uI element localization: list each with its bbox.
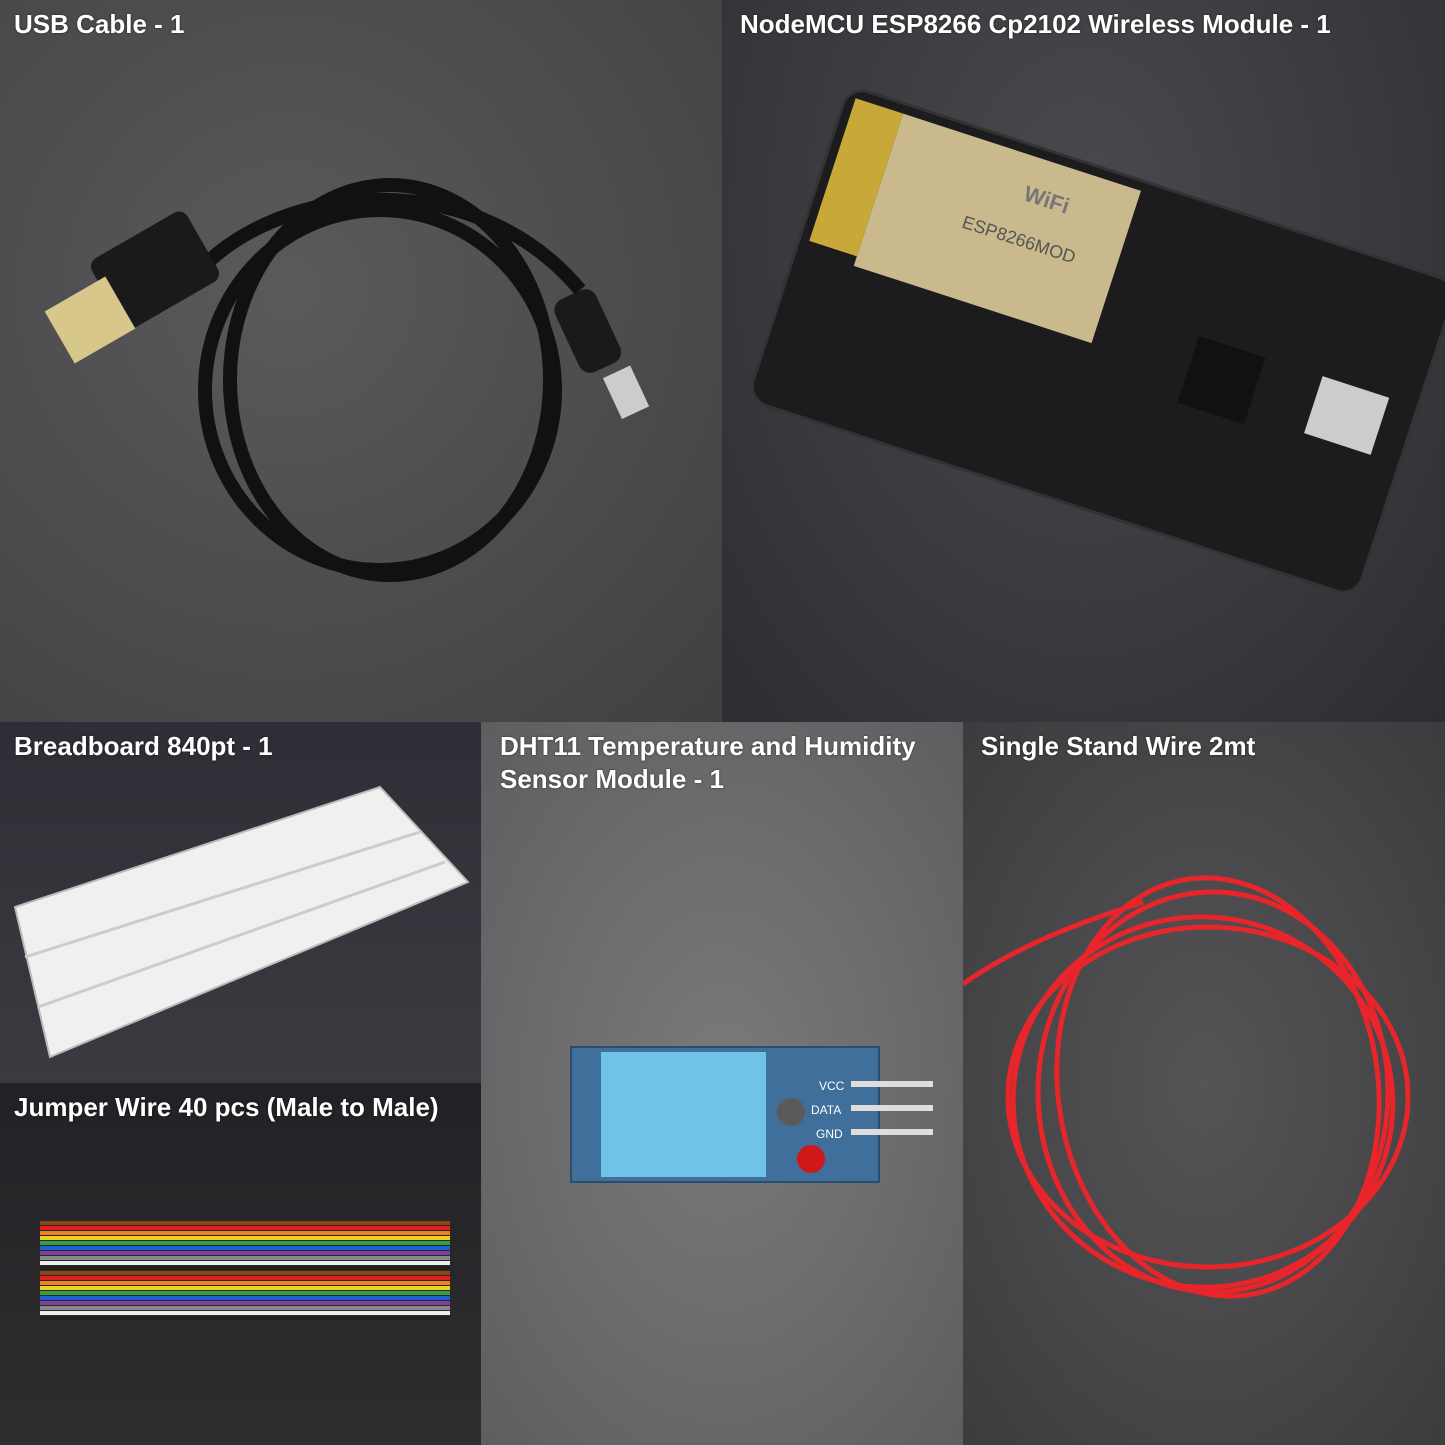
pin-vcc: VCC: [819, 1079, 845, 1093]
jumper-wire-panel: Jumper Wire 40 pcs (Male to Male): [0, 1083, 481, 1445]
nodemcu-image: ESP8266MOD WiFi: [750, 89, 1445, 594]
jumper-wire-image: [40, 1221, 450, 1320]
dht11-label: DHT11 Temperature and Humidity Sensor Mo…: [500, 730, 916, 796]
nodemcu-panel: ESP8266MOD WiFi NodeMCU ESP8266 Cp2102 W…: [722, 0, 1445, 722]
pin-gnd: GND: [816, 1127, 843, 1141]
nodemcu-label: NodeMCU ESP8266 Cp2102 Wireless Module -…: [740, 9, 1331, 39]
dht11-label-line2: Sensor Module - 1: [500, 764, 724, 794]
single-wire-label: Single Stand Wire 2mt: [981, 731, 1256, 761]
red-wire-image: [963, 875, 1411, 1299]
single-wire-panel: Single Stand Wire 2mt: [963, 722, 1445, 1445]
jumper-wire-label: Jumper Wire 40 pcs (Male to Male): [14, 1092, 439, 1122]
usb-cable-image: [44, 178, 650, 582]
dht11-panel: VCC DATA GND DHT11 Temperature and Humid…: [481, 722, 963, 1445]
dht11-image: VCC DATA GND: [570, 1046, 933, 1183]
breadboard-image: [13, 785, 470, 1059]
breadboard-panel: Breadboard 840pt - 1: [0, 722, 481, 1083]
pin-data: DATA: [811, 1103, 841, 1117]
dht11-label-line1: DHT11 Temperature and Humidity: [500, 731, 916, 761]
usb-cable-label: USB Cable - 1: [14, 9, 185, 39]
usb-cable-panel: USB Cable - 1: [0, 0, 722, 722]
breadboard-label: Breadboard 840pt - 1: [14, 731, 273, 761]
